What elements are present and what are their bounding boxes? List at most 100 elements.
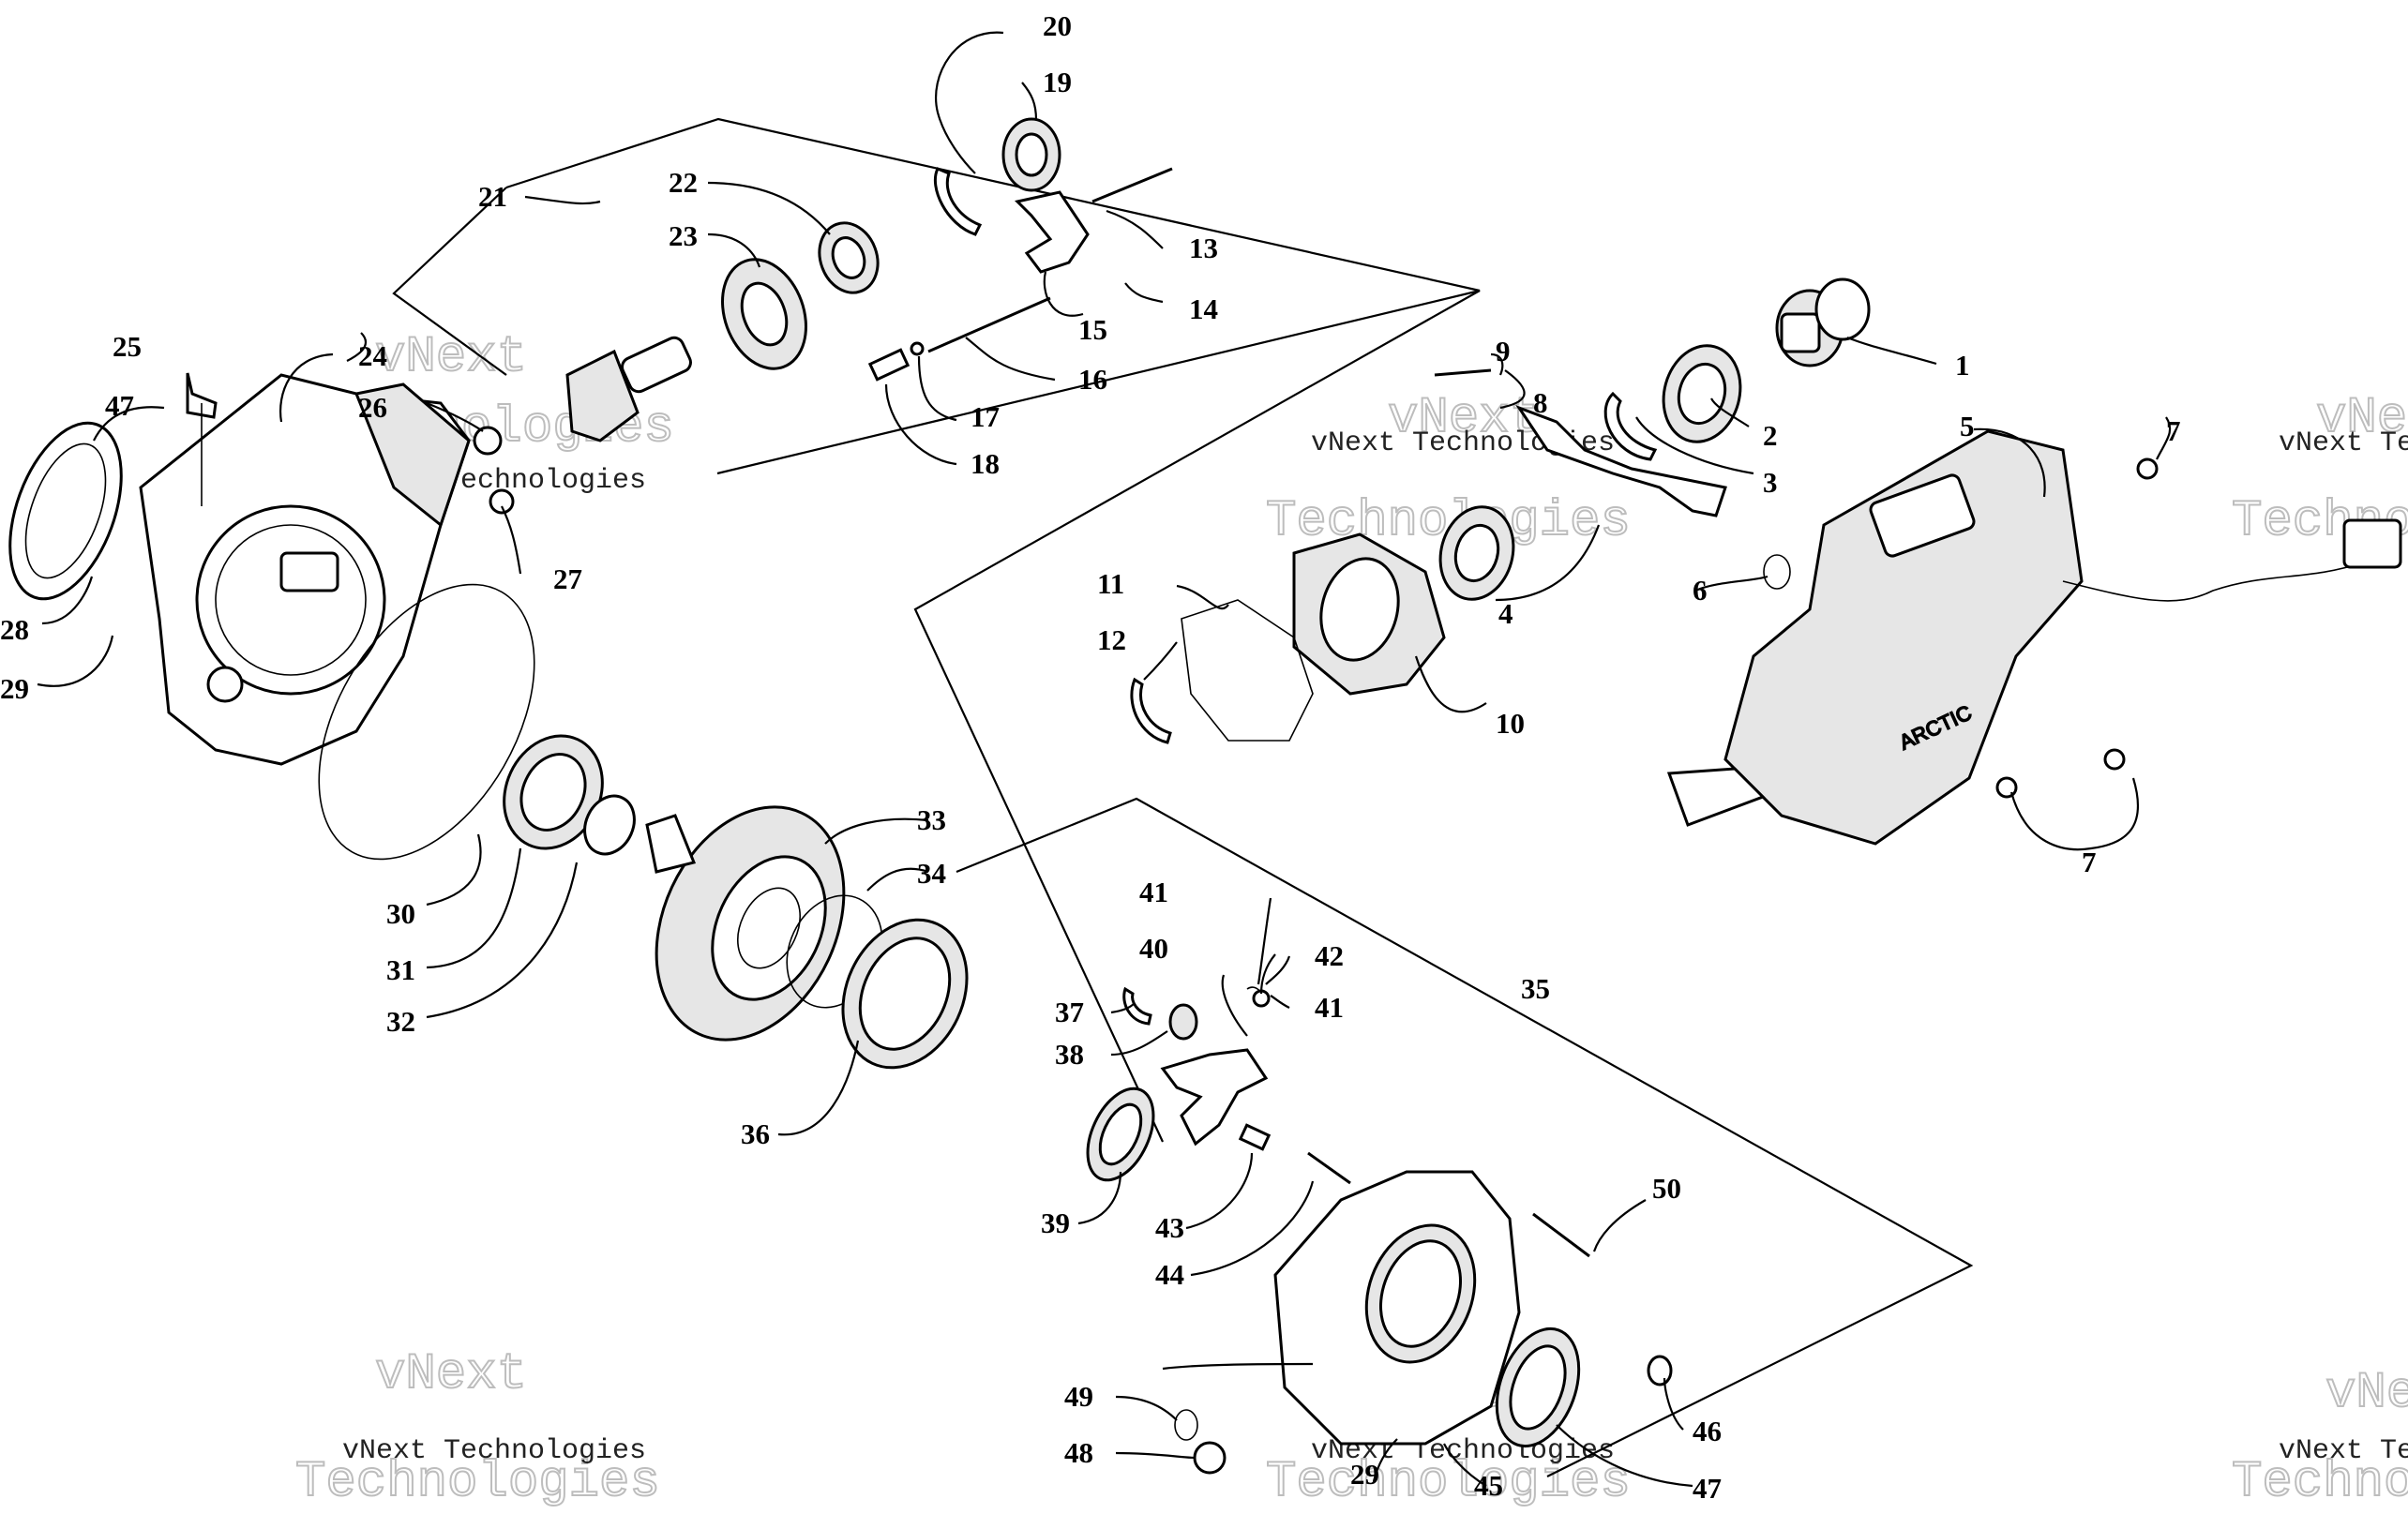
- group-21-bracket-left: [392, 187, 507, 376]
- callout-label: 38: [1055, 1038, 1084, 1071]
- bearing-36: [841, 918, 969, 1070]
- leader-lines: [37, 31, 2172, 1488]
- callout-label: 7: [2166, 414, 2181, 447]
- washer-46: [1647, 1355, 1673, 1387]
- callout-label: 47: [1693, 1472, 1722, 1505]
- seal-47-lower: [1495, 1327, 1581, 1448]
- watermark-big: vNext: [1388, 390, 1540, 447]
- callout-label: 3: [1763, 466, 1778, 499]
- parts: ARCTIC: [8, 117, 2402, 1475]
- shift-fork-40: [1160, 1048, 1269, 1147]
- callout-label: 47: [105, 389, 134, 422]
- spring-43: [1238, 1123, 1272, 1151]
- bolt-50: [1532, 1212, 1590, 1258]
- o-ring-30: [318, 583, 535, 861]
- group-35-bracket: [956, 797, 1974, 1477]
- callout-label: 20: [1043, 9, 1072, 42]
- callout-label: 48: [1064, 1436, 1093, 1469]
- cover-plate: [1273, 1170, 1521, 1446]
- callout-label: 25: [113, 330, 142, 363]
- callout-label: 28: [0, 613, 29, 646]
- callout-label: 33: [917, 803, 946, 836]
- callout-label: 49: [1064, 1380, 1093, 1413]
- callout-label: 8: [1533, 386, 1548, 419]
- group-brackets: [392, 117, 1974, 1477]
- callout-label: 9: [1496, 335, 1511, 367]
- gasket-11: [1181, 599, 1314, 742]
- group-21-bracket: [505, 117, 1481, 475]
- plug-48: [1193, 1441, 1227, 1475]
- snap-ring-12: [1130, 677, 1172, 744]
- callout-label: 4: [1498, 597, 1513, 630]
- callout-label: 14: [1189, 292, 1218, 325]
- callout-label: 17: [971, 400, 1000, 433]
- bearing-8: [1438, 505, 1515, 601]
- callout-label: 24: [358, 339, 387, 372]
- callout-label: 27: [553, 562, 582, 595]
- ring-32: [583, 794, 636, 856]
- callout-label: 30: [386, 897, 415, 930]
- seal-47-upper: [8, 421, 123, 601]
- watermark-big: vNext: [2325, 1365, 2408, 1422]
- axle-housing: [139, 373, 471, 766]
- callout-label: 34: [917, 857, 946, 890]
- spring-18: [867, 341, 925, 382]
- bearing-22: [818, 221, 880, 294]
- callout-label: 39: [1041, 1207, 1070, 1239]
- seal-2: [1662, 344, 1742, 443]
- washer-38: [1168, 1003, 1198, 1041]
- snap-ring-3: [1603, 391, 1658, 461]
- bolt-7: [2136, 457, 2159, 480]
- callout-label: 18: [971, 447, 1000, 480]
- snap-ring-20: [933, 167, 983, 236]
- callout-label: 1: [1955, 349, 1970, 382]
- callout-label: 13: [1189, 232, 1218, 264]
- callout-label: 32: [386, 1005, 415, 1038]
- bracket-4: [1515, 404, 1727, 517]
- callout-label: 2: [1763, 419, 1778, 452]
- callout-label: 40: [1139, 932, 1168, 965]
- callout-label: 10: [1496, 707, 1525, 740]
- callout-label: 31: [386, 953, 415, 986]
- snap-ring-37: [1122, 986, 1152, 1026]
- callout-label: 44: [1155, 1258, 1184, 1291]
- watermark-big: Technologies: [295, 1454, 660, 1511]
- pinion-gear: [473, 336, 692, 515]
- bolt-7: [2103, 748, 2126, 771]
- callout-label: 5: [1960, 410, 1975, 442]
- callout-label: 36: [741, 1117, 770, 1150]
- callout-label: 12: [1097, 623, 1126, 656]
- bolt-7: [1995, 776, 2018, 799]
- callout-label: 50: [1652, 1172, 1681, 1205]
- callout-label: 37: [1055, 996, 1084, 1028]
- callout-label: 23: [669, 219, 698, 252]
- callout-label: 21: [478, 180, 507, 213]
- callout-label: 6: [1693, 574, 1708, 607]
- callout-label: 46: [1693, 1415, 1722, 1447]
- watermark-big: vNext: [2316, 390, 2408, 447]
- watermark-big: Technologies: [1266, 1454, 1631, 1511]
- shift-fork-15: [927, 167, 1173, 353]
- bearing-23: [721, 258, 807, 370]
- callout-label: 35: [1521, 972, 1550, 1005]
- ring-gear-33: [645, 805, 846, 1042]
- o-ring-6: [1763, 554, 1791, 590]
- ring-49: [1174, 1409, 1198, 1441]
- callout-label: 22: [669, 166, 698, 199]
- callout-label: 7: [2082, 846, 2097, 878]
- callout-label: 26: [358, 391, 387, 424]
- callout-label: 41: [1315, 991, 1344, 1024]
- watermark-big: vNext: [375, 329, 527, 386]
- callout-label: 29: [1350, 1458, 1379, 1491]
- bearing-19: [1001, 117, 1061, 192]
- watermark-small: vNext Technologies: [342, 1435, 646, 1467]
- callout-label: 11: [1097, 567, 1124, 600]
- callout-label: 42: [1315, 939, 1344, 972]
- watermark-big: Technologies: [2232, 1454, 2408, 1511]
- coupler-39: [1086, 1087, 1155, 1182]
- callout-label: 29: [0, 672, 29, 705]
- watermark-big: vNext: [375, 1346, 527, 1403]
- callout-labels: 1 2 3 4 5 6 7 7 8 9 10 11 12 13 14 15 16…: [0, 9, 2181, 1505]
- watermark-small: vNext Technologies: [2279, 427, 2408, 459]
